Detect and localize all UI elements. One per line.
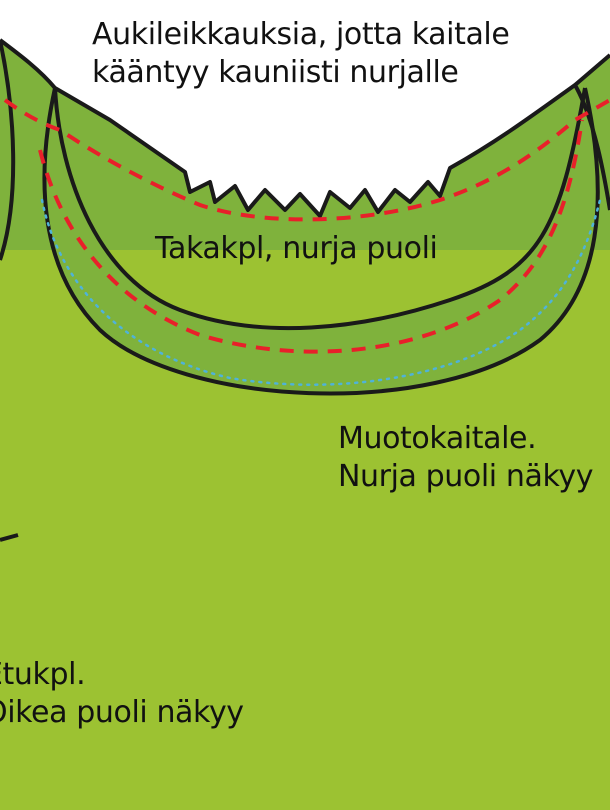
front-piece-label-line-2: Oikea puoli näkyy	[0, 695, 244, 730]
left-shoulder-edge	[0, 39, 16, 261]
facing-label-line-2: Nurja puoli näkyy	[338, 459, 594, 494]
facing-label: Muotokaitale. Nurja puoli näkyy	[338, 420, 593, 496]
front-piece-label: Etukpl. Oikea puoli näkyy	[0, 656, 244, 732]
front-piece-label-line-1: Etukpl.	[0, 657, 86, 692]
seam-line-top	[3, 98, 610, 222]
facing-label-line-1: Muotokaitale.	[338, 421, 537, 456]
right-shoulder-edge	[573, 84, 610, 211]
edge-marker	[0, 533, 19, 542]
seam-line-facing	[38, 119, 584, 354]
back-piece-fabric	[0, 40, 610, 250]
facing-inner-edge	[53, 87, 587, 331]
clipping-note-line-1: Aukileikkauksia, jotta kaitale	[92, 17, 510, 52]
clipping-note: Aukileikkauksia, jotta kaitale kääntyy k…	[92, 16, 510, 92]
stitch-line	[40, 198, 602, 386]
back-piece-label-line-1: Takakpl, nurja puoli	[155, 231, 438, 266]
facing-band	[44, 88, 598, 394]
neckline-clipped-edge	[0, 38, 610, 218]
back-piece-label: Takakpl, nurja puoli	[155, 230, 438, 268]
facing-outer-edge	[42, 87, 600, 396]
clipping-note-line-2: kääntyy kauniisti nurjalle	[92, 55, 459, 90]
